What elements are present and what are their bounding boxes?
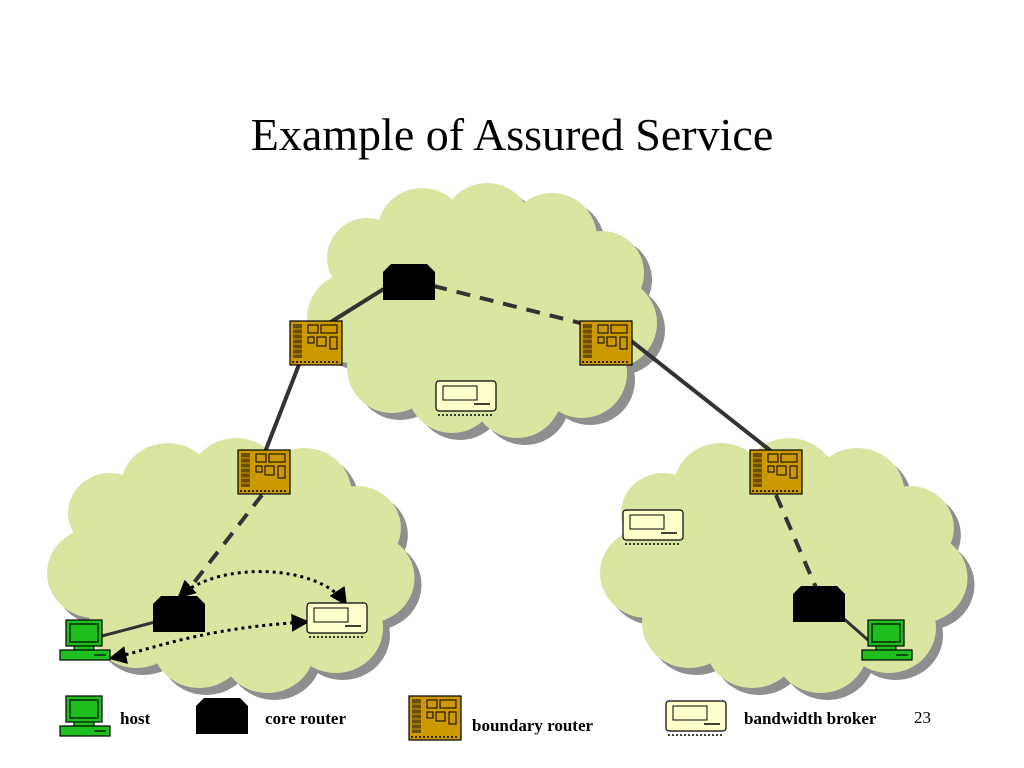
legend-host-label: host <box>120 709 151 728</box>
legend-bandwidth-broker-icon <box>665 700 727 736</box>
bandwidth-broker-icon <box>435 380 497 416</box>
legend-boundary-router-icon <box>408 695 462 741</box>
boundary-router-icon <box>579 320 633 366</box>
bandwidth-broker-icon <box>306 602 368 638</box>
boundary-router-icon <box>749 449 803 495</box>
core-router-icon <box>153 596 205 632</box>
boundary-router-icon <box>237 449 291 495</box>
arrow-host-to-broker <box>108 613 310 664</box>
page-number: 23 <box>914 708 931 727</box>
signalling-arrows <box>108 570 347 664</box>
link-right-boundary-to-right-core <box>774 494 819 591</box>
link-right-core-to-host <box>842 616 869 642</box>
arrow-core-to-broker <box>177 570 347 607</box>
link-top-right-boundary-to-right-boundary <box>628 338 778 457</box>
legend-host-icon <box>59 695 111 737</box>
boundary-router-icon <box>289 320 343 366</box>
legend-bandwidth-broker-label: bandwidth broker <box>744 709 877 728</box>
legend-core-router-label: core router <box>265 709 347 728</box>
host-icon <box>59 619 111 661</box>
core-router-icon <box>793 586 845 622</box>
host-icon <box>861 619 913 661</box>
link-top-left-boundary-to-left-boundary <box>263 361 302 453</box>
core-router-icon <box>383 264 435 300</box>
slide-title: Example of Assured Service <box>250 109 774 160</box>
legend-boundary-router-label: boundary router <box>472 716 594 735</box>
link-top-core-to-right-boundary <box>409 278 601 330</box>
bandwidth-broker-icon <box>622 509 684 545</box>
legend-core-router-icon <box>196 698 248 734</box>
cloud-left <box>47 438 422 700</box>
